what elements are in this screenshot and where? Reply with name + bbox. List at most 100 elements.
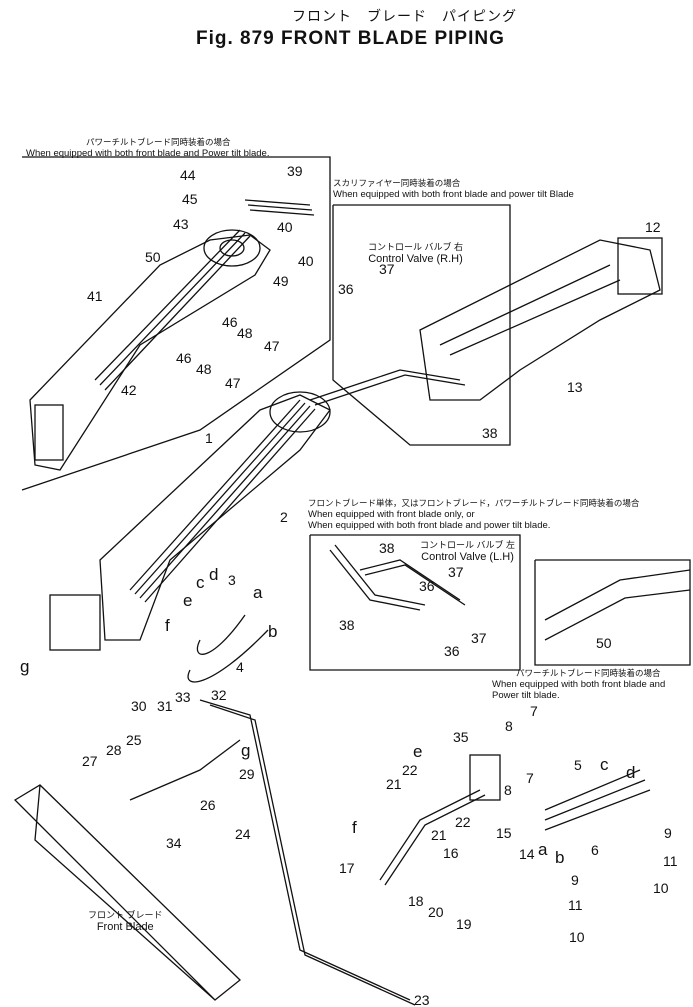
part-16: 16 xyxy=(443,845,459,861)
part-10b: 10 xyxy=(569,929,585,945)
connector-c-left: c xyxy=(196,573,205,592)
connector-f-right: f xyxy=(352,818,357,837)
note-power-tilt-top-jp: パワーチルトブレード同時装着の場合 xyxy=(86,137,231,147)
part-8a: 8 xyxy=(505,718,513,734)
part-9b: 9 xyxy=(571,872,579,888)
note-front-blade-only: フロントブレード単体，又はフロントブレード，パワーチルトブレード同時装着の場合 … xyxy=(308,498,639,531)
part-14: 14 xyxy=(519,846,535,862)
part-7b: 7 xyxy=(526,770,534,786)
part-21b: 21 xyxy=(431,827,447,843)
part-46a: 46 xyxy=(222,314,238,330)
control-valve-lh-label: コントロール バルブ 左 Control Valve (L.H) xyxy=(420,538,515,563)
part-22a: 22 xyxy=(402,762,418,778)
part-25: 25 xyxy=(126,732,142,748)
part-33: 33 xyxy=(175,689,191,705)
note-power-tilt-top: パワーチルトブレード同時装着の場合 When equipped with bot… xyxy=(26,137,269,159)
part-38b: 38 xyxy=(379,540,395,556)
part-40b: 40 xyxy=(298,253,314,269)
part-13: 13 xyxy=(567,379,583,395)
note-scarifier-en: When equipped with both front blade and … xyxy=(333,189,574,200)
part-27: 27 xyxy=(82,753,98,769)
part-31: 31 xyxy=(157,698,173,714)
part-7a: 7 xyxy=(530,703,538,719)
part-47b: 47 xyxy=(225,375,241,391)
connector-d-left: d xyxy=(209,565,218,584)
note-front-blade-only-jp: フロントブレード単体，又はフロントブレード，パワーチルトブレード同時装着の場合 xyxy=(308,498,640,508)
connector-a-right: a xyxy=(538,840,548,859)
connector-a-left: a xyxy=(253,583,263,602)
control-valve-lh-en: Control Valve (L.H) xyxy=(421,551,514,563)
control-valve-rh-label: コントロール バルブ 右 Control Valve (R.H) xyxy=(368,240,463,265)
part-11a: 11 xyxy=(663,853,678,869)
part-28: 28 xyxy=(106,742,122,758)
part-2: 2 xyxy=(280,509,288,525)
part-47a: 47 xyxy=(264,338,280,354)
part-15: 15 xyxy=(496,825,512,841)
part-50a: 50 xyxy=(145,249,161,265)
note-scarifier-jp: スカリファイヤー同時装着の場合 xyxy=(333,178,461,188)
part-39: 39 xyxy=(287,163,303,179)
part-24: 24 xyxy=(235,826,251,842)
inset-frame-top xyxy=(29,199,315,471)
inset-border-power-tilt-top xyxy=(21,156,331,491)
control-valve-lh-jp: コントロール バルブ 左 xyxy=(420,540,516,550)
title-japanese: フロント ブレード パイピング xyxy=(292,8,517,24)
part-6: 6 xyxy=(591,842,599,858)
part-10a: 10 xyxy=(653,880,669,896)
part-46b: 46 xyxy=(176,350,192,366)
note-scarifier: スカリファイヤー同時装着の場合 When equipped with both … xyxy=(333,178,574,200)
part-11b: 11 xyxy=(568,897,583,913)
part-41: 41 xyxy=(87,288,103,304)
part-26: 26 xyxy=(200,797,216,813)
part-37a: 37 xyxy=(379,261,395,277)
part-49: 49 xyxy=(273,273,289,289)
note-power-tilt-right-en2: Power tilt blade. xyxy=(492,690,560,701)
part-21a: 21 xyxy=(386,776,402,792)
part-38c: 38 xyxy=(339,617,355,633)
part-22b: 22 xyxy=(455,814,471,830)
connector-d-right: d xyxy=(626,763,635,782)
part-43: 43 xyxy=(173,216,189,232)
note-front-blade-only-en2: When equipped with both front blade and … xyxy=(308,520,551,531)
connector-g-left: g xyxy=(20,657,29,676)
part-38a: 38 xyxy=(482,425,498,441)
part-1: 1 xyxy=(205,430,213,446)
part-37b: 37 xyxy=(448,564,464,580)
part-48a: 48 xyxy=(237,325,253,341)
inset-border-scarifier xyxy=(332,204,511,446)
part-32: 32 xyxy=(211,687,227,703)
part-5: 5 xyxy=(574,757,582,773)
control-valve-rh-jp: コントロール バルブ 右 xyxy=(368,242,464,252)
connector-b-left: b xyxy=(268,622,277,641)
part-36b: 36 xyxy=(419,578,435,594)
part-42: 42 xyxy=(121,382,137,398)
part-12: 12 xyxy=(645,219,661,235)
main-frame-right xyxy=(419,237,663,401)
figure-title: Fig. 879 FRONT BLADE PIPING xyxy=(196,28,505,49)
part-34: 34 xyxy=(166,835,182,851)
part-8b: 8 xyxy=(504,782,512,798)
part-30: 30 xyxy=(131,698,147,714)
part-17: 17 xyxy=(339,860,355,876)
part-50b: 50 xyxy=(596,635,612,651)
part-45: 45 xyxy=(182,191,198,207)
connector-c-right: c xyxy=(600,755,609,774)
part-29: 29 xyxy=(239,766,255,782)
part-19: 19 xyxy=(456,916,472,932)
connector-e-right: e xyxy=(413,742,422,761)
main-frame-left xyxy=(49,369,466,651)
front-blade-jp: フロント ブレード xyxy=(88,910,163,920)
note-front-blade-only-en: When equipped with front blade only, or xyxy=(308,509,475,520)
part-35: 35 xyxy=(453,729,469,745)
part-4: 4 xyxy=(236,659,244,675)
part-20: 20 xyxy=(428,904,444,920)
connector-e-left: e xyxy=(183,591,192,610)
part-40a: 40 xyxy=(277,219,293,235)
part-37c: 37 xyxy=(471,630,487,646)
inset-border-power-tilt-right xyxy=(534,559,691,666)
part-36a: 36 xyxy=(338,281,354,297)
inset-border-control-valve-lh xyxy=(309,534,521,671)
part-36c: 36 xyxy=(444,643,460,659)
part-48b: 48 xyxy=(196,361,212,377)
